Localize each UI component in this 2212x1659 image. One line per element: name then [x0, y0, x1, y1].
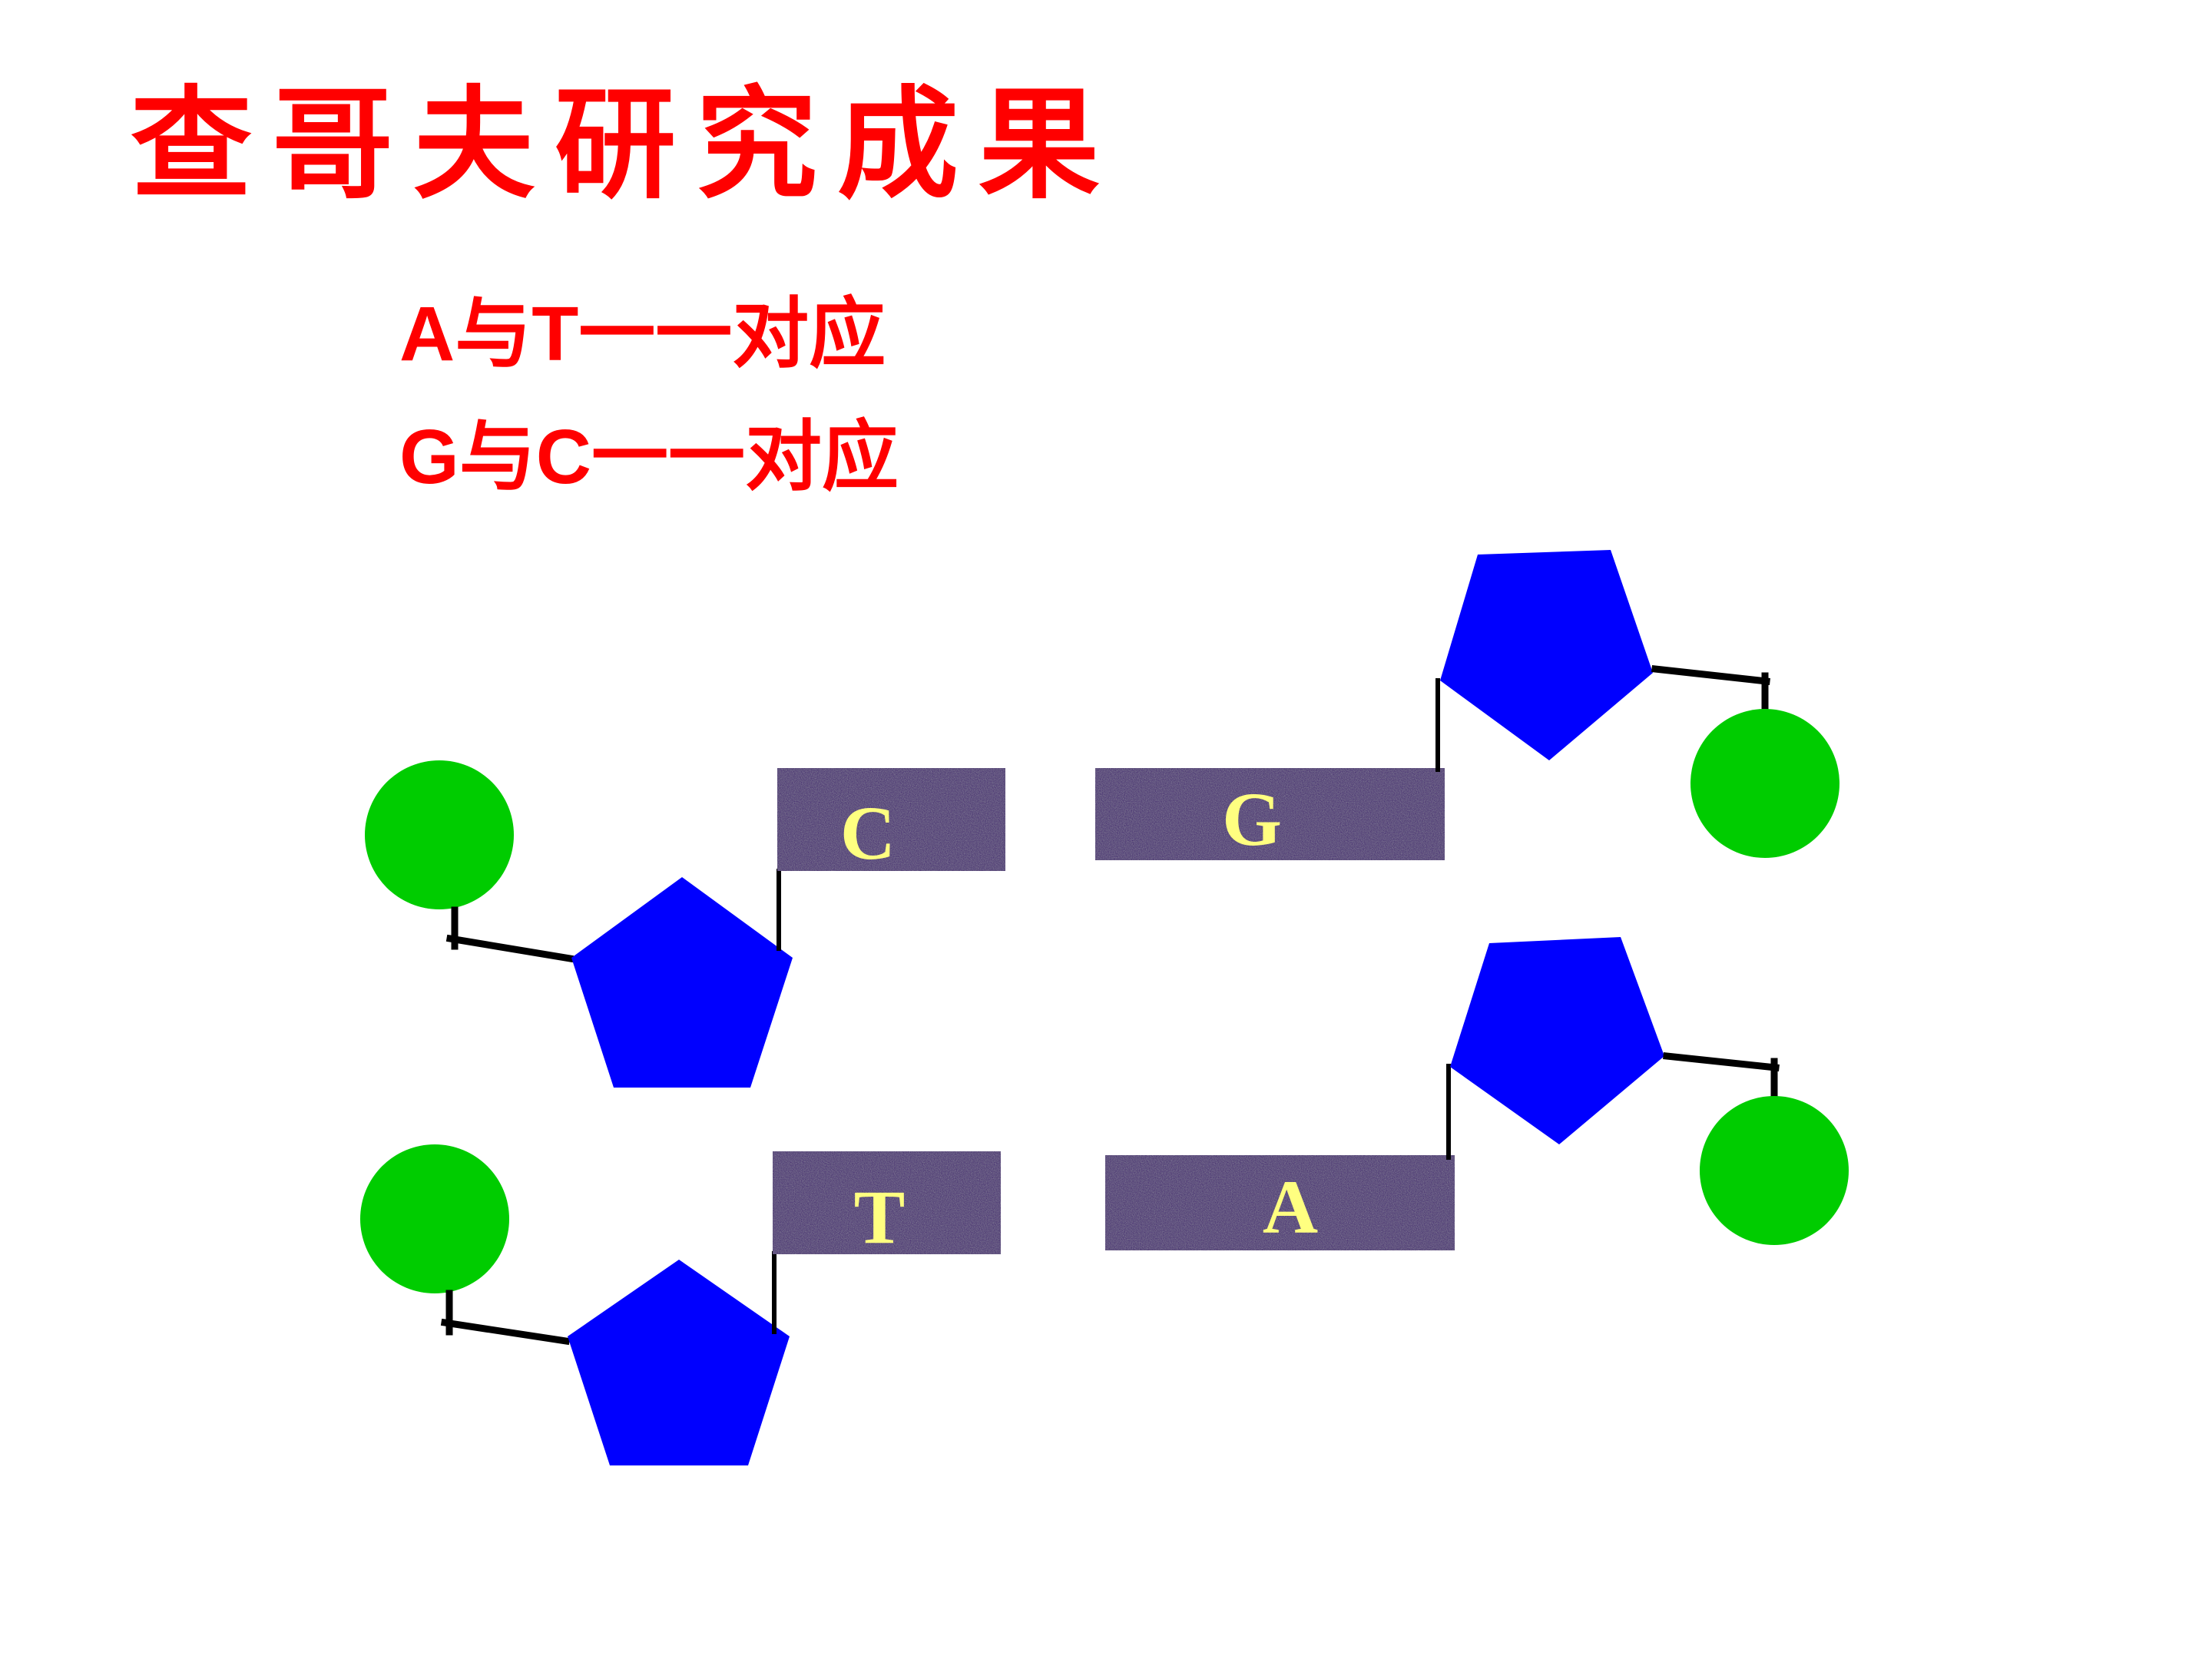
base-label-t: T — [854, 1174, 906, 1260]
phosphate-sugar-bond — [1663, 1052, 1780, 1071]
base-block — [1095, 768, 1445, 860]
deoxyribose-pentagon — [1440, 550, 1653, 760]
base-label-g: G — [1222, 777, 1282, 862]
pairing-rule-at: A与T一一对应 — [399, 291, 886, 377]
nucleotide-c: C — [365, 760, 1005, 1088]
phosphate-circle — [1690, 709, 1839, 858]
nucleotide-g: G — [1095, 550, 1839, 862]
phosphate-sugar-bond — [1651, 665, 1770, 685]
deoxyribose-pentagon — [1450, 937, 1664, 1144]
phosphate-circle — [1700, 1096, 1849, 1245]
deoxyribose-pentagon — [571, 877, 793, 1088]
nucleotide-a: A — [1105, 937, 1849, 1250]
phosphate-circle — [360, 1144, 509, 1293]
pairing-rule-gc: G与C一一对应 — [399, 414, 899, 500]
slide-title: 查哥夫研究成果 — [131, 75, 1120, 216]
base-block — [773, 1151, 1001, 1254]
base-block — [777, 768, 1005, 871]
deoxyribose-pentagon — [568, 1260, 790, 1465]
base-label-a: A — [1263, 1164, 1318, 1250]
phosphate-sugar-bond — [440, 1318, 571, 1346]
base-label-c: C — [840, 790, 896, 876]
base-block — [1105, 1155, 1455, 1250]
phosphate-sugar-bond — [445, 934, 575, 963]
nucleotide-t: T — [360, 1144, 1001, 1465]
phosphate-circle — [365, 760, 514, 909]
